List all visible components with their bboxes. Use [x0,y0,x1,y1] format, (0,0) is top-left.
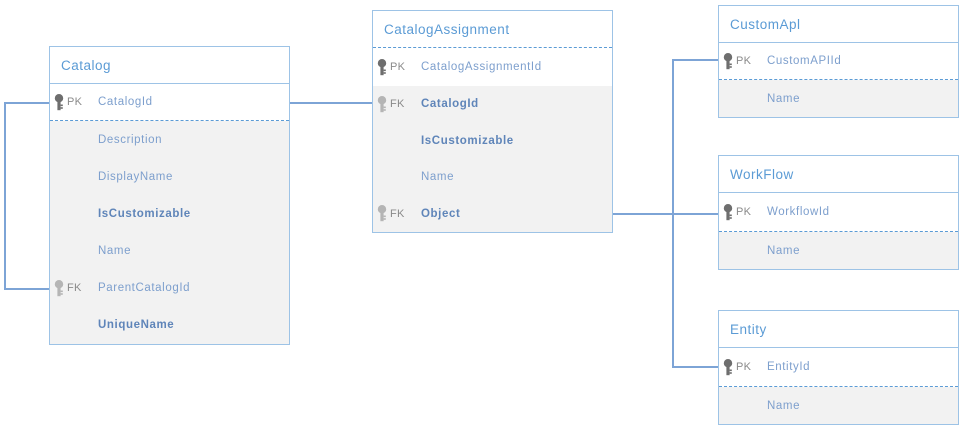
attributes-section: Description DisplayName IsCustomizable N… [50,121,289,344]
key-slot-empty [54,243,67,260]
key-type-label: FK [390,98,405,111]
table-row: Name [719,387,958,424]
field-name: CatalogAssignmentId [421,61,542,73]
connector-object-to-customapi [672,59,719,61]
field-name: CustomAPIId [767,55,842,67]
table-header-workflow: WorkFlow [719,156,958,193]
table-header-catalog: Catalog [50,47,289,84]
table-row: PK CustomAPIId [719,43,958,80]
table-row: Name [719,80,958,117]
field-name: Name [767,92,801,105]
connector-catalog-to-catalogassignment [289,102,373,104]
connector-object-to-entity [672,366,719,368]
field-name: Name [767,244,801,257]
key-type-label: PK [736,361,752,373]
table-row: DisplayName [50,158,289,195]
attributes-section: Name [719,232,958,269]
attributes-section: FK CatalogId IsCustomizable Name FK Obje… [373,86,612,232]
key-slot-empty [54,168,67,185]
key-slot-empty [723,397,736,414]
table-row: FK ParentCatalogId [50,270,289,307]
field-name: IsCustomizable [98,207,191,220]
table-row: IsCustomizable [373,123,612,160]
key-slot-empty [54,131,67,148]
table-row: UniqueName [50,307,289,344]
foreign-key-icon [377,95,390,113]
entity-table-workflow: WorkFlow PK WorkflowId Name [718,155,959,270]
table-row: FK Object [373,196,612,233]
table-row: PK WorkflowId [719,193,958,232]
key-slot-empty [377,132,390,149]
key-slot-empty [54,205,67,222]
connector-catalog-selfloop-bottom [4,288,50,290]
primary-key-icon [54,93,67,111]
key-type-label: PK [736,55,752,67]
entity-table-catalogassignment: CatalogAssignment PK CatalogAssignmentId… [372,10,613,233]
table-row: PK CatalogAssignmentId [373,48,612,86]
table-header-customapi: CustomApl [719,6,958,43]
key-type-label: PK [736,206,752,218]
primary-key-icon [723,203,736,221]
table-header-entity: Entity [719,311,958,348]
primary-key-icon [377,58,390,76]
connector-catalogassignment-object-out [612,213,674,215]
key-slot-empty [723,90,736,107]
key-type-label: FK [390,207,405,220]
field-name: CatalogId [421,98,479,111]
field-name: WorkflowId [767,206,830,218]
table-row: PK CatalogId [50,84,289,121]
field-name: Description [98,133,163,146]
field-name: Name [421,171,455,184]
field-name: CatalogId [98,96,153,108]
table-header-catalogassignment: CatalogAssignment [373,11,612,48]
key-type-label: PK [67,96,83,108]
table-row: FK CatalogId [373,86,612,123]
table-title: Entity [730,321,767,337]
foreign-key-icon [54,279,67,297]
field-name: Name [767,399,801,412]
field-name: Name [98,245,132,258]
table-title: CatalogAssignment [384,21,510,37]
connector-catalog-selfloop-left [4,102,6,290]
attributes-section: Name [719,387,958,424]
table-row: Name [50,233,289,270]
key-type-label: FK [67,282,82,295]
field-name: IsCustomizable [421,134,514,147]
field-name: ParentCatalogId [98,282,191,295]
key-slot-empty [54,317,67,334]
table-row: Description [50,121,289,158]
field-name: Object [421,207,461,220]
key-slot-empty [723,242,736,259]
field-name: DisplayName [98,170,173,183]
entity-table-catalog: Catalog PK CatalogId Description Display… [49,46,290,345]
field-name: EntityId [767,361,811,373]
table-title: Catalog [61,57,112,73]
connector-object-to-workflow [672,213,719,215]
attributes-section: Name [719,80,958,117]
connector-catalog-selfloop-top [4,102,50,104]
table-row: Name [373,159,612,196]
table-row: Name [719,232,958,269]
table-title: WorkFlow [730,166,794,182]
table-row: IsCustomizable [50,195,289,232]
key-type-label: PK [390,61,406,73]
field-name: UniqueName [98,319,175,332]
entity-table-entity: Entity PK EntityId Name [718,310,959,425]
table-title: CustomApl [730,16,801,32]
primary-key-icon [723,52,736,70]
primary-key-icon [723,358,736,376]
table-row: PK EntityId [719,348,958,387]
entity-table-customapi: CustomApl PK CustomAPIId Name [718,5,959,118]
key-slot-empty [377,169,390,186]
foreign-key-icon [377,205,390,222]
